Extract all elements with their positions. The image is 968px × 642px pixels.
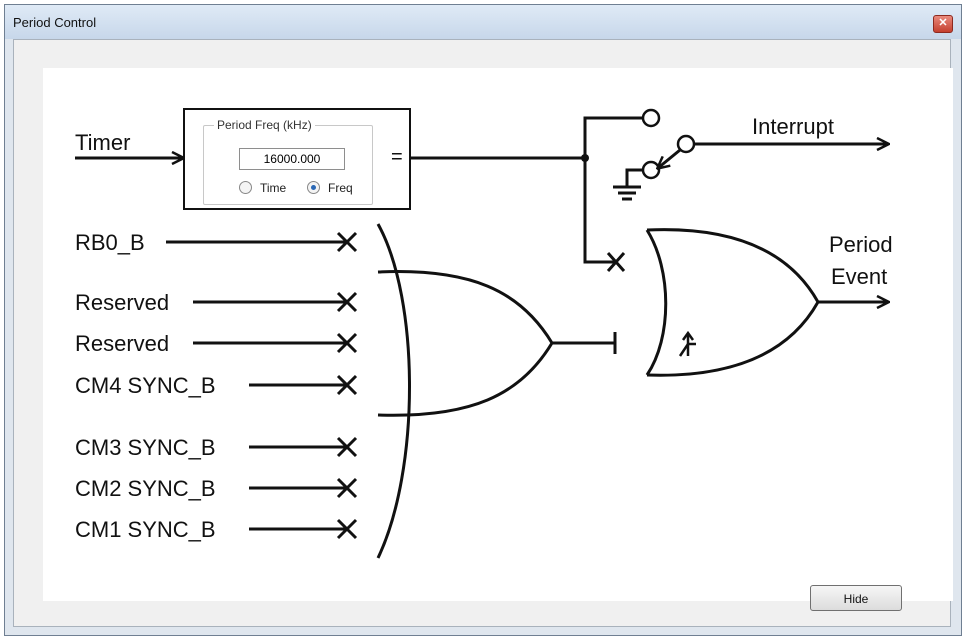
period-freq-groupbox: Period Freq (kHz) 16000.000 Time Freq xyxy=(203,118,373,205)
input-label-cm3: CM3 SYNC_B xyxy=(75,435,216,460)
period-freq-legend: Period Freq (kHz) xyxy=(214,118,315,132)
input-label-reserved-1: Reserved xyxy=(75,290,170,315)
input-label-cm4: CM4 SYNC_B xyxy=(75,373,216,398)
radio-time-label: Time xyxy=(260,181,287,195)
period-event-label-line2: Event xyxy=(831,264,888,289)
period-event-label-line1: Period xyxy=(829,232,893,257)
switch-contact-top xyxy=(641,108,661,128)
input-label-reserved-2: Reserved xyxy=(75,331,170,356)
input-label-cm2: CM2 SYNC_B xyxy=(75,476,216,501)
junction-down-wire xyxy=(583,158,614,264)
radio-time-circle[interactable] xyxy=(239,181,252,194)
radio-freq[interactable]: Freq xyxy=(307,181,353,195)
equals-sign: = xyxy=(391,146,403,168)
input-label-cm1: CM1 SYNC_B xyxy=(75,517,216,542)
radio-freq-label: Freq xyxy=(328,181,353,195)
event-gate-body xyxy=(646,228,820,377)
switch-upper-wire xyxy=(583,116,643,158)
hide-button[interactable]: Hide xyxy=(810,585,902,611)
ground-icon xyxy=(613,185,641,201)
window-title: Period Control xyxy=(13,15,97,30)
switch-contact-ground xyxy=(641,160,661,180)
switch-blade xyxy=(658,148,681,168)
ground-wire xyxy=(625,168,643,186)
input-x-marks xyxy=(336,231,358,540)
period-freq-input[interactable]: 16000.000 xyxy=(239,148,345,170)
rising-edge-icon xyxy=(678,330,696,357)
radio-time[interactable]: Time xyxy=(239,181,286,195)
junction-x-mark xyxy=(606,252,626,272)
timer-label: Timer xyxy=(75,130,131,155)
interrupt-label: Interrupt xyxy=(752,114,834,139)
event-gate-back xyxy=(645,229,668,376)
or-gate-body xyxy=(377,270,554,417)
title-bar: Period Control ✕ xyxy=(5,5,961,39)
input-label-rb0: RB0_B xyxy=(75,230,145,255)
period-freq-block: Period Freq (kHz) 16000.000 Time Freq = xyxy=(183,108,411,210)
switch-pivot xyxy=(676,134,696,154)
radio-freq-circle[interactable] xyxy=(307,181,320,194)
input-lines xyxy=(166,240,345,531)
or-gate-input-curve xyxy=(376,223,411,559)
close-icon[interactable]: ✕ xyxy=(933,15,953,33)
